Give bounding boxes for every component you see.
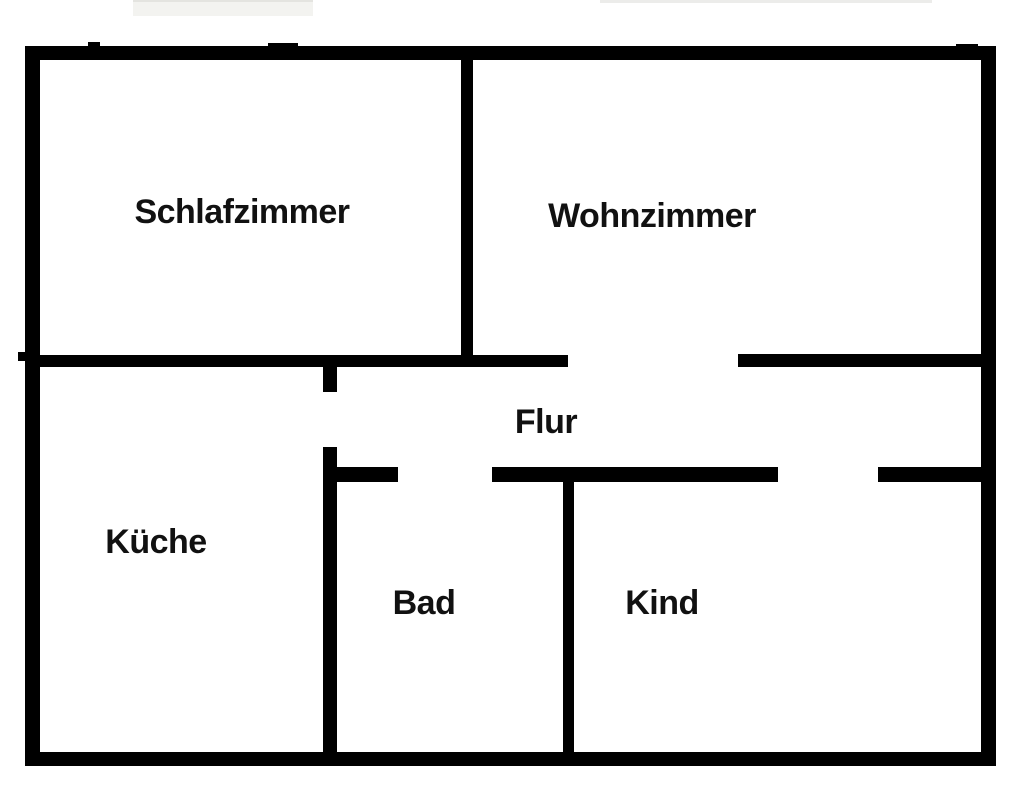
wall-outer-bottom — [25, 752, 996, 766]
scan-artifact-nub-mid — [268, 43, 298, 47]
room-label-kind: Kind — [625, 584, 699, 622]
room-label-bad: Bad — [392, 584, 456, 622]
wall-schlafzimmer-wohnzimmer-divider — [461, 60, 473, 367]
room-label-kueche: Küche — [105, 523, 207, 561]
wall-bad-kind-divider — [563, 467, 574, 766]
scan-artifact-gray-line — [600, 0, 932, 3]
scan-artifact-gray-block — [133, 0, 313, 16]
scan-artifact-nub-left — [88, 42, 100, 47]
wall-outer-top — [25, 46, 996, 60]
wall-flur-top-left-segment — [40, 355, 568, 367]
wall-outer-right — [981, 46, 996, 766]
wall-flur-bottom-right-segment — [878, 467, 996, 482]
room-label-flur: Flur — [514, 403, 578, 441]
wall-flur-bottom-left-segment — [323, 467, 398, 482]
wall-kueche-upper-stub — [323, 355, 337, 392]
room-label-schlafzimmer: Schlafzimmer — [134, 193, 350, 231]
wall-kueche-lower — [323, 447, 337, 766]
scan-artifact-left-tick — [18, 352, 26, 361]
wall-outer-left — [25, 46, 40, 766]
wall-flur-bottom-middle-segment — [492, 467, 778, 482]
wall-flur-top-right-segment — [738, 354, 981, 367]
room-label-wohnzimmer: Wohnzimmer — [548, 197, 756, 235]
